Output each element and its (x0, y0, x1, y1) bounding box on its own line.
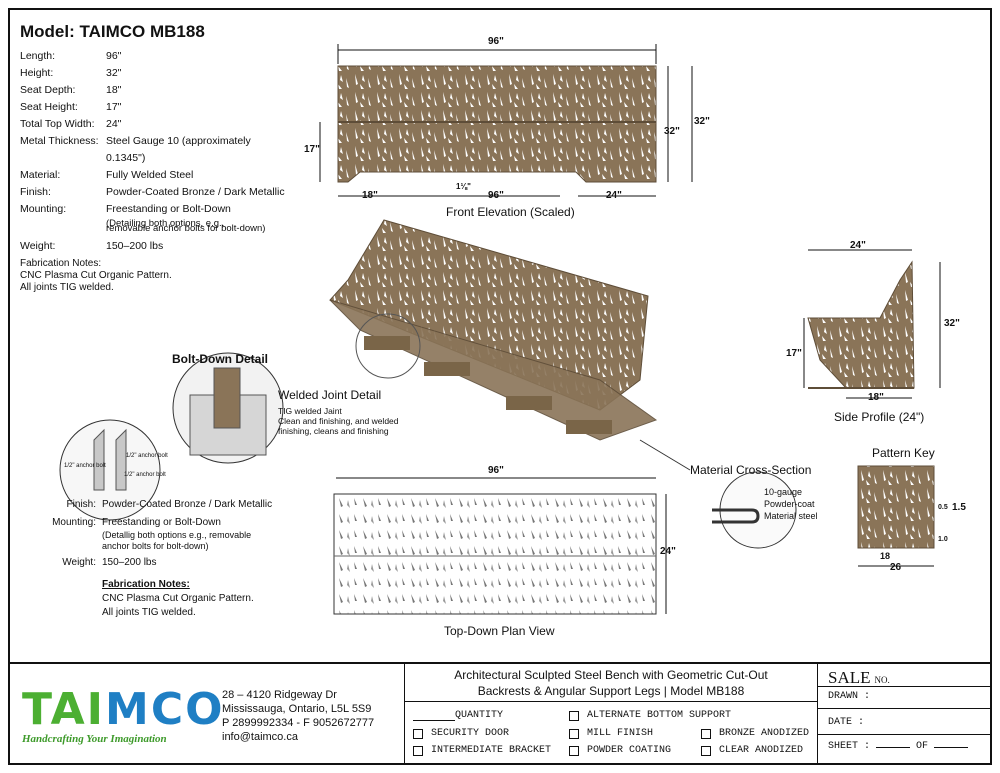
quantity-field[interactable]: QUANTITY (413, 710, 503, 721)
bolt-down-caption: Bolt-Down Detail (172, 352, 268, 366)
side-profile-caption: Side Profile (24") (834, 410, 925, 424)
spec-row: Seat Height:17" (20, 101, 122, 113)
side-dim-seat: 17" (786, 348, 802, 359)
bolt-small-label: 1/2" anchor bolt (64, 463, 106, 469)
weld-notes: TIG welded Jaint Clean and finishing, an… (278, 406, 399, 436)
cross-section-notes: 10-gauge Powder-coat Material steel (764, 487, 818, 521)
spec-table: Length:96" Height:32" Seat Depth:18" Sea… (20, 48, 286, 255)
spec-row: Material:Fully Welded Steel (20, 169, 194, 181)
title-block-options: Architectural Sculpted Steel Bench with … (404, 664, 818, 765)
cross-section-caption: Material Cross-Section (690, 463, 812, 477)
option-intermediate-bracket[interactable]: INTERMEDIATE BRACKET (413, 745, 551, 756)
bolt-down-detail (172, 352, 284, 464)
plan-caption: Top-Down Plan View (444, 624, 555, 638)
checkbox[interactable] (413, 728, 423, 739)
anchor-detail (59, 419, 161, 521)
model-title: Model: TAIMCO MB188 (20, 22, 205, 41)
spec-row: Height:32" (20, 67, 122, 79)
side-dim-height: 32" (944, 318, 960, 329)
title-block: TAIMCO Handcrafting Your Imagination 28 … (8, 662, 992, 765)
checkbox[interactable] (413, 745, 423, 756)
spec-row: Finish:Powder-Coated Bronze / Dark Metal… (20, 186, 285, 198)
front-dim-height-inner: 32" (664, 126, 680, 137)
drawing-title: Architectural Sculpted Steel Bench with … (405, 664, 817, 702)
cross-section-detail (639, 439, 797, 549)
checkbox[interactable] (701, 728, 711, 739)
bolt-small-label: 1/2" anchor bolt (124, 472, 166, 478)
option-clear-anodized[interactable]: CLEAR ANODIZED (701, 745, 803, 756)
pattern-dim: 1.0 (938, 536, 948, 543)
pattern-key-caption: Pattern Key (872, 446, 935, 460)
pattern-key (857, 465, 935, 567)
company-email[interactable]: info@taimco.ca (222, 731, 298, 743)
pattern-dim: 0.5 (938, 504, 948, 511)
plan-view (333, 477, 667, 615)
option-powder-coating[interactable]: POWDER COATING (569, 745, 671, 756)
pattern-dim: 1.5 (952, 502, 966, 513)
spec-row: Seat Depth:18" (20, 84, 122, 96)
side-profile (803, 249, 941, 399)
spec-row: Length:96" (20, 50, 122, 62)
front-elevation-caption: Front Elevation (Scaled) (446, 205, 575, 219)
option-bronze-anodized[interactable]: BRONZE ANODIZED (701, 728, 809, 739)
plan-dim-length: 96" (488, 465, 504, 476)
spec-row: Mounting:Freestanding or Bolt-Down (20, 203, 231, 215)
spec-row: Weight:150–200 lbs (20, 240, 164, 252)
front-dim-inner: 96" (488, 190, 504, 201)
spec-row: removable anchor bolts for bolt-down) (106, 223, 266, 234)
checkbox[interactable] (569, 728, 579, 739)
drawing-layer (59, 44, 941, 615)
logo-tagline: Handcrafting Your Imagination (22, 733, 167, 745)
option-mill-finish[interactable]: MILL FINISH (569, 728, 653, 739)
logo-word: TAIMCO (22, 684, 225, 735)
front-elevation (319, 44, 693, 197)
fabrication-notes: Fabrication Notes: CNC Plasma Cut Organi… (20, 258, 172, 293)
side-dim-depth: 18" (868, 392, 884, 403)
perspective-bench (329, 219, 658, 441)
checkbox[interactable] (569, 745, 579, 756)
sheet-label: SHEET :OF (828, 741, 969, 752)
spec-row: Total Top Width:24" (20, 118, 122, 130)
front-dim-height: 32" (694, 116, 710, 127)
taimco-logo: TAIMCO Handcrafting Your Imagination (22, 684, 225, 745)
company-address: 28 – 4120 Ridgeway Dr Mississauga, Ontar… (222, 689, 375, 743)
option-alternate-bottom[interactable]: ALTERNATE BOTTOM SUPPORT (569, 710, 731, 721)
front-dim-depth: 18" (362, 190, 378, 201)
front-dim-small: 1⅛" (456, 182, 471, 191)
pattern-dim: 18 (880, 551, 891, 561)
checkbox[interactable] (701, 745, 711, 756)
side-dim-top: 24" (850, 240, 866, 251)
checkbox[interactable] (569, 710, 579, 721)
spec-row: Metal Thickness:Steel Gauge 10 (approxim… (20, 135, 251, 164)
date-label: DATE : (828, 717, 865, 728)
weld-caption: Welded Joint Detail (278, 388, 382, 402)
front-dim-width: 24" (606, 190, 622, 201)
front-dim-seat: 17" (304, 144, 320, 155)
option-security-door[interactable]: SECURITY DOOR (413, 728, 509, 739)
drawing-sheet (8, 8, 992, 765)
drawn-label: DRAWN : (828, 691, 871, 702)
lower-specs: Finish:Powder-Coated Bronze / Dark Metal… (52, 499, 273, 618)
pattern-dim: 26 (890, 562, 902, 573)
front-dim-length: 96" (488, 36, 504, 47)
bolt-small-label: 1/2" anchor bolt (126, 453, 168, 459)
plan-dim-width: 24" (660, 546, 676, 557)
spec-row: (Detailing both options, e.g., (106, 218, 225, 229)
